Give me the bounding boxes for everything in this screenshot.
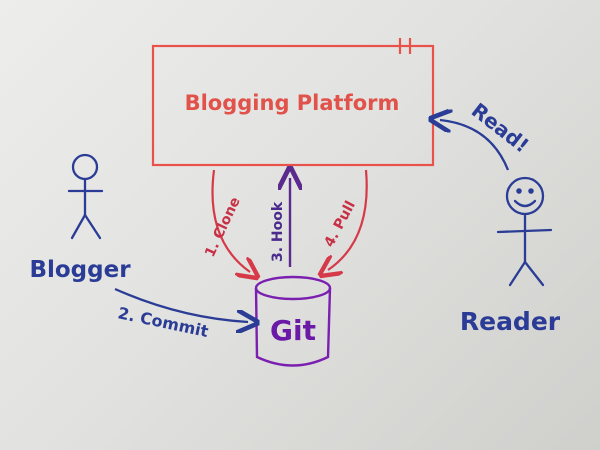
reader-label: Reader	[460, 307, 561, 336]
read-arrow	[440, 120, 510, 171]
git-label: Git	[270, 314, 316, 347]
commit-label: 2. Commit	[116, 303, 210, 341]
blogger-label: Blogger	[29, 257, 131, 283]
blogger-figure	[67, 153, 104, 240]
platform-corner-marks	[398, 38, 412, 54]
commit-arrow	[114, 287, 248, 322]
blogging-platform-node: Blogging Platform	[151, 38, 435, 167]
platform-box	[151, 44, 435, 167]
platform-label: Blogging Platform	[185, 91, 400, 115]
git-repository-node	[254, 275, 332, 367]
reader-figure	[496, 176, 553, 287]
clone-arrow	[211, 169, 251, 272]
hook-label: 3. Hook	[270, 201, 286, 262]
pull-arrow	[328, 169, 368, 270]
read-label: Read!	[467, 98, 534, 157]
clone-label: 1. Clone	[202, 195, 244, 260]
